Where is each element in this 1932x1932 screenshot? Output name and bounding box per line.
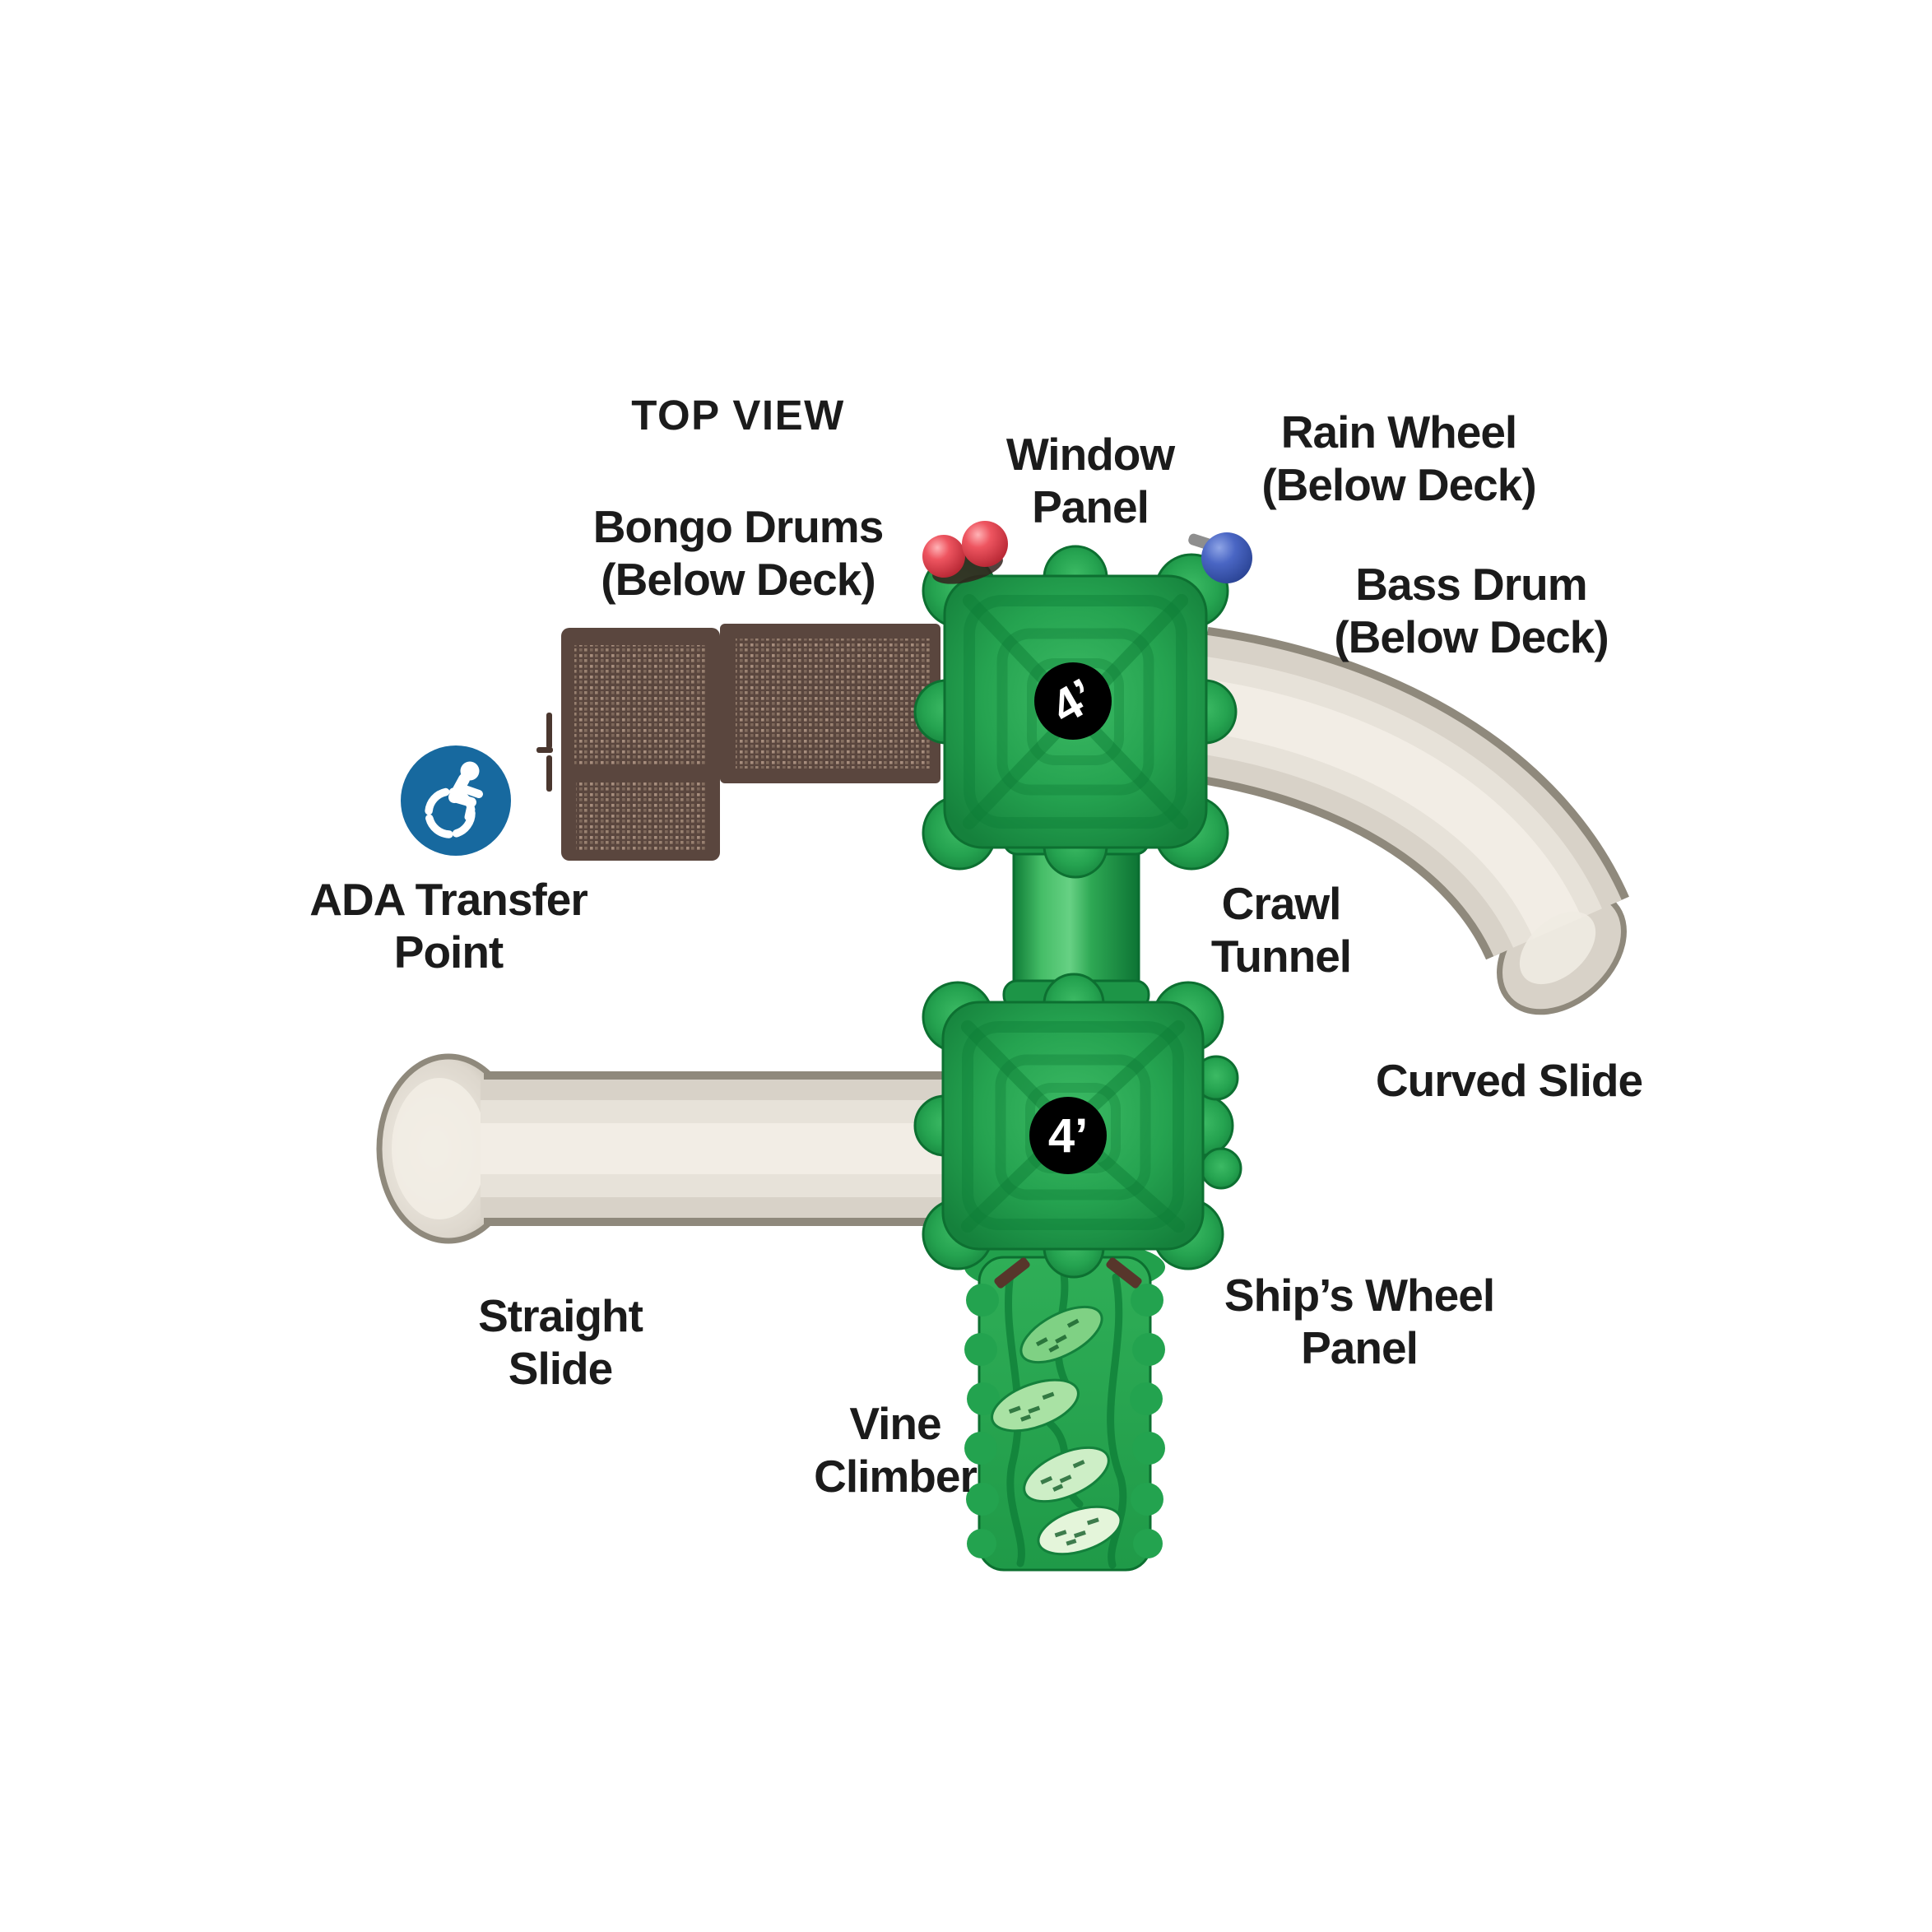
lower-deck-height-badge: 4’ [1029,1097,1107,1174]
window-panel-label: Window Panel [1005,429,1175,532]
ada-transfer-label: ADA Transfer Point [309,874,587,978]
top-view-text: TOP VIEW [631,392,845,439]
bass-drum-label: Bass Drum (Below Deck) [1334,559,1609,662]
curved-slide-graphic [1185,626,1629,1015]
crawl-tunnel-label: Crawl Tunnel [1210,878,1352,982]
straight-slide-graphic [376,1053,946,1244]
ada-ramp-deck [536,624,940,861]
ships-wheel-brackets [994,1257,1142,1289]
curved-slide-label: Curved Slide [1375,1055,1643,1106]
ada-accessibility-icon [401,745,511,856]
bongo-drums-icon [922,521,1008,584]
vine-leaves [991,1305,1122,1556]
vine-climber-label: Vine Climber [814,1398,978,1502]
ships-wheel-label: Ship’s Wheel Panel [1224,1270,1495,1373]
upper-deck-height-badge: 4’ [1034,662,1112,740]
vine-climber-graphic [964,1239,1165,1572]
top-view-title: TOP VIEW [631,389,845,442]
bongo-drums-label: Bongo Drums (Below Deck) [592,501,885,605]
transfer-handles [536,713,553,792]
rain-wheel-icon [1188,532,1252,583]
rain-wheel-label: Rain Wheel (Below Deck) [1261,406,1536,510]
straight-slide-label: Straight Slide [478,1290,643,1394]
